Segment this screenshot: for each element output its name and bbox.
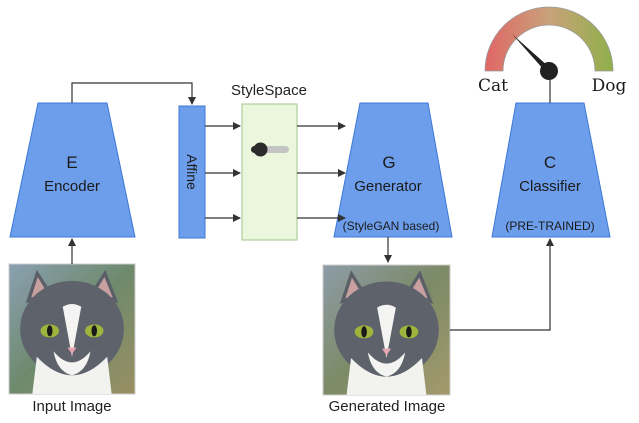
input-image-caption: Input Image (32, 398, 111, 415)
gauge-label-cat: Cat (478, 76, 508, 96)
encoder-name: Encoder (44, 178, 100, 195)
affine-block (178, 105, 206, 239)
input-image (8, 263, 136, 395)
arrow-encoder-to-affine (71, 82, 196, 105)
stylespace-box (241, 103, 298, 241)
generator-letter: G (382, 153, 395, 172)
generator-block (333, 102, 453, 238)
classifier-note: (PRE-TRAINED) (505, 219, 594, 233)
generated-image-caption: Generated Image (329, 398, 446, 415)
connector-arrows (68, 80, 554, 331)
generated-image (322, 264, 451, 396)
stylespace-slider-knob[interactable] (253, 142, 268, 157)
generator-name: Generator (354, 178, 422, 195)
gauge-label-dog: Dog (592, 76, 627, 96)
generator-note: (StyleGAN based) (343, 219, 440, 233)
gauge-arc (484, 6, 614, 72)
classifier-name: Classifier (519, 178, 581, 195)
classifier-block (491, 102, 611, 238)
gauge-pivot (540, 62, 558, 80)
stylespace-title: StyleSpace (231, 82, 307, 99)
classifier-letter: C (544, 153, 556, 172)
encoder-block (9, 102, 136, 238)
arrow-image-to-classifier (450, 238, 554, 331)
encoder-letter: E (66, 153, 77, 172)
affine-label: Affine (184, 154, 200, 190)
gauge-needle (512, 34, 552, 74)
